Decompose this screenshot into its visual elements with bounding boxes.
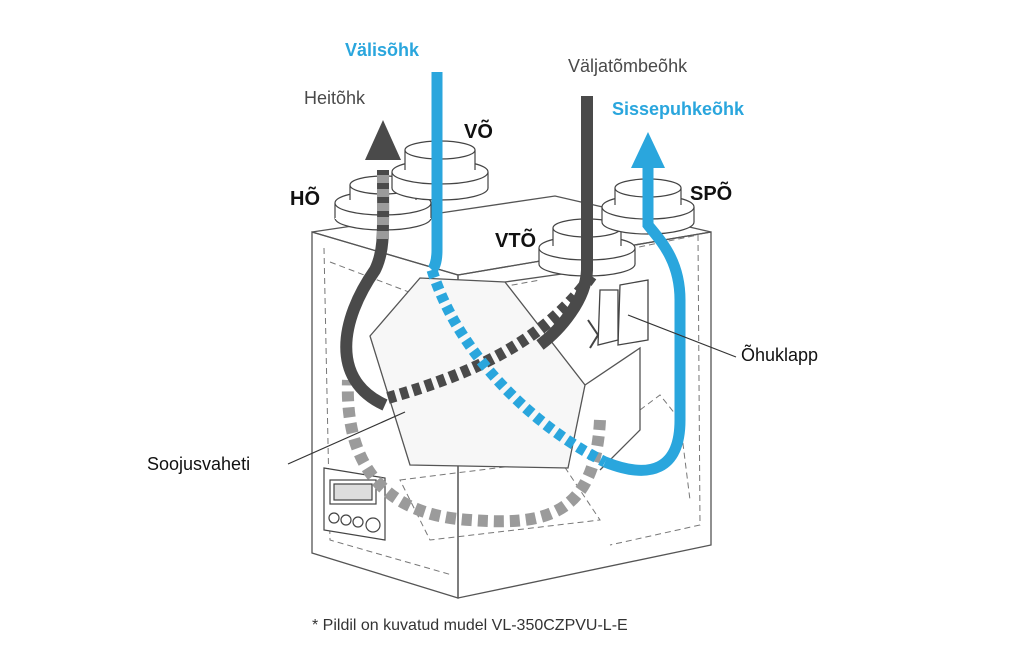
air-damper <box>587 279 649 349</box>
label-exhaust-air: Heitõhk <box>304 88 366 108</box>
airflow-extract-internal <box>341 379 606 528</box>
airflow-exhaust-internal <box>386 271 597 404</box>
label-ho: HÕ <box>290 188 320 210</box>
damper-leader <box>627 314 737 358</box>
label-supply-air: Sissepuhkeõhk <box>612 99 745 119</box>
label-extract-air: Väljatõmbeõhk <box>568 56 688 76</box>
footnote: * Pildil on kuvatud mudel VL-350CZPVU-L-… <box>312 617 628 634</box>
airflow-supply <box>602 165 686 476</box>
label-vo: VÕ <box>464 121 493 143</box>
label-vto: VTÕ <box>495 230 537 252</box>
supply-arrowhead <box>631 132 665 168</box>
label-spo: SPÕ <box>690 183 733 205</box>
airflow-outdoor-internal <box>426 268 608 467</box>
label-heat-exchanger: Soojusvaheti <box>147 454 251 474</box>
exhaust-arrowhead <box>365 120 401 160</box>
control-panel <box>323 467 386 541</box>
label-damper: Õhuklapp <box>741 345 819 365</box>
airflow-extract <box>536 96 593 350</box>
airflow-outdoor <box>427 72 443 274</box>
exchanger-leader <box>287 411 406 465</box>
label-outdoor-air: Välisõhk <box>345 40 420 60</box>
